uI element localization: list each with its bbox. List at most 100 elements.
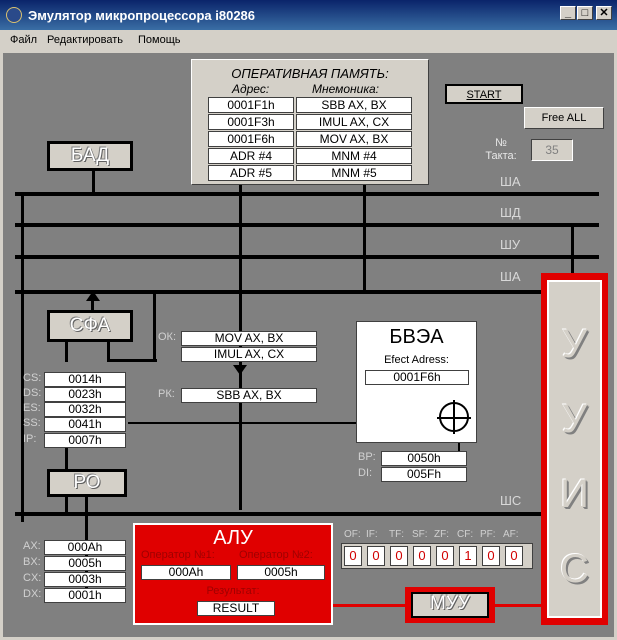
maximize-button[interactable]: □ xyxy=(577,6,593,20)
bus-sha-mid xyxy=(15,290,599,294)
register-ip[interactable]: 0007h xyxy=(44,433,126,448)
flag-of[interactable]: 0 xyxy=(344,546,362,566)
uuis-letter: У xyxy=(561,397,588,441)
ok-label: ОК: xyxy=(158,331,177,343)
free-all-button[interactable]: Free ALL xyxy=(524,107,604,129)
flag-sf[interactable]: 0 xyxy=(413,546,431,566)
memory-mnemonic-cell[interactable]: SBB AX, BX xyxy=(296,97,412,113)
bvea-panel: БВЭА Efect Adress: 0001F6h xyxy=(356,321,477,443)
effective-address[interactable]: 0001F6h xyxy=(365,370,469,385)
uuis-letter: У xyxy=(561,322,588,366)
memory-mnemonic-cell[interactable]: IMUL AX, CX xyxy=(296,114,412,130)
bvea-title: БВЭА xyxy=(389,326,444,348)
connector xyxy=(153,290,156,362)
muu-block: МУУ xyxy=(411,592,489,618)
memory-address-cell[interactable]: 0001F6h xyxy=(208,131,294,147)
alu-result[interactable]: RESULT xyxy=(197,601,275,616)
flag-if[interactable]: 0 xyxy=(367,546,385,566)
ok-cell[interactable]: MOV AX, BX xyxy=(181,331,317,346)
bus-shc xyxy=(15,512,599,516)
alu-op1-label: Оператор №1: xyxy=(141,549,215,561)
menu-bar: Файл Редактировать Помощь xyxy=(0,30,617,50)
bad-block: БАД xyxy=(47,141,133,171)
alu-result-label: Результат: xyxy=(206,585,260,597)
flag-af[interactable]: 0 xyxy=(505,546,523,566)
connector xyxy=(333,604,407,607)
memory-col-mnemonic: Мнемоника: xyxy=(312,82,379,96)
flag-label: AF: xyxy=(503,529,519,540)
register-ax[interactable]: 000Ah xyxy=(44,540,126,555)
ok-cell[interactable]: IMUL AX, CX xyxy=(181,347,317,362)
register-ss[interactable]: 0041h xyxy=(44,417,126,432)
ro-block: РО xyxy=(47,469,127,497)
reg-label: DS: xyxy=(23,387,42,399)
connector xyxy=(65,445,68,469)
register-cx[interactable]: 0003h xyxy=(44,572,126,587)
connector xyxy=(21,192,24,522)
register-bx[interactable]: 0005h xyxy=(44,556,126,571)
flag-zf[interactable]: 0 xyxy=(436,546,454,566)
alu-title: АЛУ xyxy=(213,527,253,549)
memory-address-cell[interactable]: ADR #4 xyxy=(208,148,294,164)
register-bp[interactable]: 0050h xyxy=(381,451,467,466)
menu-edit[interactable]: Редактировать xyxy=(47,34,123,46)
register-es[interactable]: 0032h xyxy=(44,402,126,417)
minimize-button[interactable]: _ xyxy=(560,6,576,20)
menu-help[interactable]: Помощь xyxy=(138,34,181,46)
rk-cell[interactable]: SBB AX, BX xyxy=(181,388,317,403)
register-ds[interactable]: 0023h xyxy=(44,387,126,402)
arrow-down-icon xyxy=(233,365,247,375)
register-di[interactable]: 005Fh xyxy=(381,467,467,482)
flag-label: ZF: xyxy=(434,529,449,540)
alu-operand-1[interactable]: 000Ah xyxy=(141,565,231,580)
connector xyxy=(571,223,574,273)
memory-col-address: Адрес: xyxy=(232,82,270,96)
tact-label: № Такта: xyxy=(485,137,517,162)
tact-value: 35 xyxy=(531,139,573,161)
memory-mnemonic-cell[interactable]: MNM #5 xyxy=(296,165,412,181)
memory-address-cell[interactable]: 0001F1h xyxy=(208,97,294,113)
arrow-up-icon xyxy=(86,291,100,301)
flag-pf[interactable]: 0 xyxy=(482,546,500,566)
connector xyxy=(239,183,242,291)
connector xyxy=(65,340,68,362)
flag-cf[interactable]: 1 xyxy=(459,546,477,566)
flag-label: OF: xyxy=(344,529,361,540)
start-button[interactable]: START xyxy=(445,84,523,104)
bus-shu-label: ШУ xyxy=(500,237,521,252)
connector xyxy=(92,157,95,193)
alu-op2-label: Оператор №2: xyxy=(239,549,313,561)
flag-label: CF: xyxy=(457,529,474,540)
register-dx[interactable]: 0001h xyxy=(44,588,126,603)
bus-sha-top xyxy=(15,192,599,196)
flag-label: PF: xyxy=(480,529,496,540)
memory-panel: ОПЕРАТИВНАЯ ПАМЯТЬ: Адрес: Мнемоника: 00… xyxy=(191,59,429,185)
reg-label: CS: xyxy=(23,372,42,384)
memory-address-cell[interactable]: ADR #5 xyxy=(208,165,294,181)
rk-label: РК: xyxy=(158,388,175,400)
close-button[interactable]: ✕ xyxy=(596,6,612,20)
reg-label: SS: xyxy=(23,417,41,429)
memory-address-cell[interactable]: 0001F3h xyxy=(208,114,294,130)
uuis-letter: С xyxy=(560,547,589,591)
connector xyxy=(107,340,110,362)
memory-mnemonic-cell[interactable]: MNM #4 xyxy=(296,148,412,164)
flag-label: IF: xyxy=(366,529,378,540)
sfa-block: СФА xyxy=(47,310,133,342)
connector xyxy=(128,422,380,424)
reg-label: IP: xyxy=(23,433,37,445)
reg-label: DI: xyxy=(358,467,373,479)
window-title: Эмулятор микропроцессора i80286 xyxy=(28,8,256,23)
bus-shu xyxy=(15,255,599,259)
connector xyxy=(65,493,68,513)
menu-file[interactable]: Файл xyxy=(10,34,38,46)
bus-sha2-label: ША xyxy=(500,269,521,284)
title-bar[interactable] xyxy=(0,0,617,30)
register-cs[interactable]: 0014h xyxy=(44,372,126,387)
alu-operand-2[interactable]: 0005h xyxy=(237,565,325,580)
flag-label: SF: xyxy=(412,529,428,540)
flag-tf[interactable]: 0 xyxy=(390,546,408,566)
bus-shc-label: ШС xyxy=(500,493,522,508)
memory-mnemonic-cell[interactable]: MOV AX, BX xyxy=(296,131,412,147)
flag-label: TF: xyxy=(389,529,404,540)
